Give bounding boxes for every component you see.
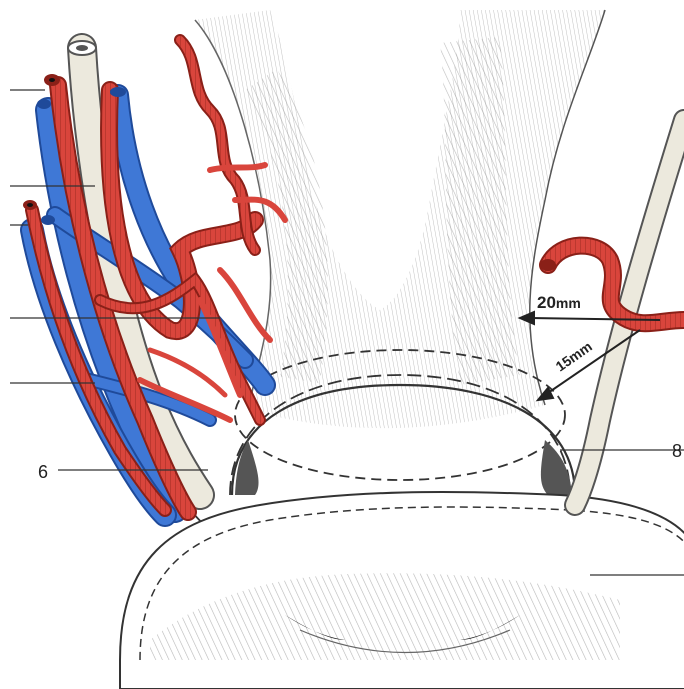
measure-15-label: 15mm [553, 338, 595, 374]
measure-20-value: 20 [537, 293, 556, 312]
svg-text:20mm: 20mm [537, 293, 581, 312]
lower-organ [120, 492, 684, 689]
label-8: 8 [672, 441, 682, 461]
svg-text:15mm: 15mm [553, 338, 595, 374]
measure-20-label: 20mm [537, 293, 581, 312]
measure-20-unit: mm [556, 295, 581, 311]
label-6: 6 [38, 462, 48, 482]
